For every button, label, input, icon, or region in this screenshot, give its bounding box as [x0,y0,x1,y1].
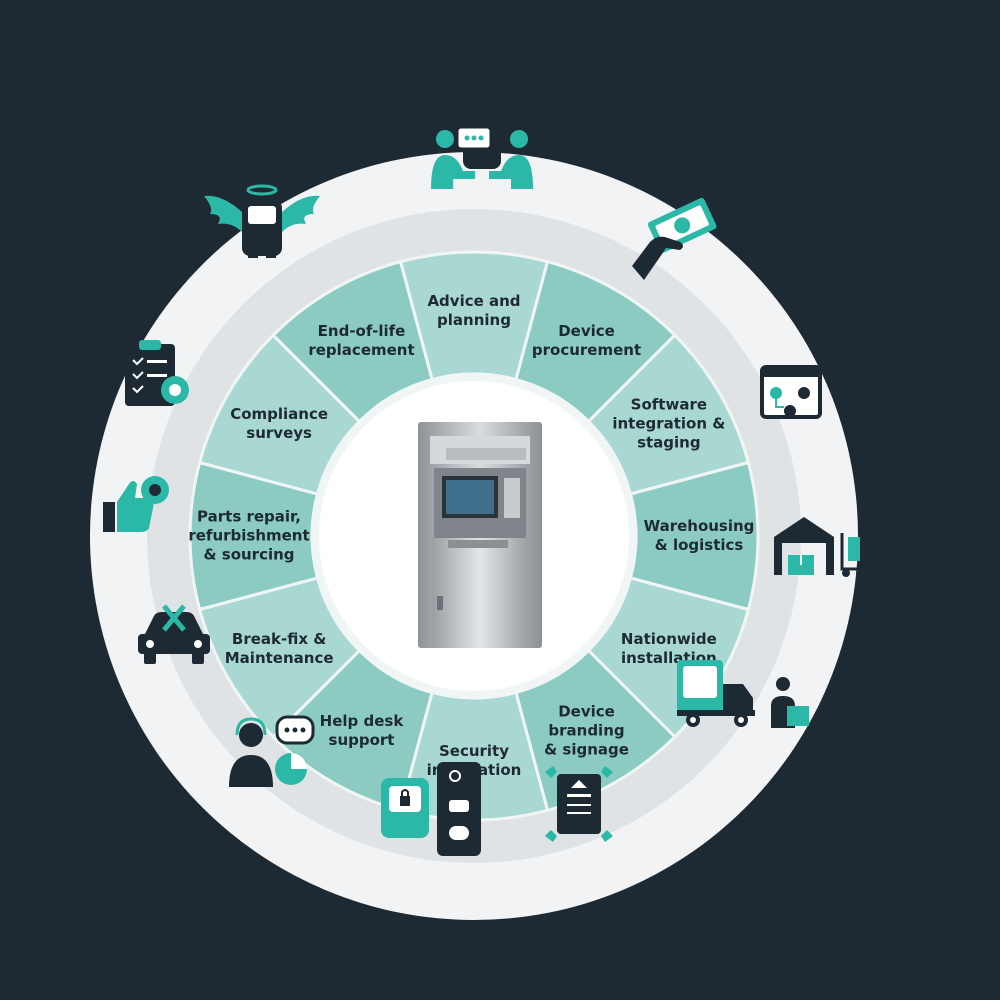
signage-icon [545,766,613,842]
thumbs-up-gear-icon [103,476,169,532]
car-repair-icon [138,604,210,664]
security-icon [381,762,481,856]
consultation-icon [431,117,533,189]
hand-cash-icon [632,197,717,280]
atm-machine-icon [418,422,542,648]
warehouse-icon [774,517,864,577]
software-window-icon [760,365,822,419]
delivery-truck-icon [677,660,809,728]
angel-atm-icon [204,184,320,258]
helpdesk-agent-icon [229,715,315,787]
clipboard-checklist-icon [125,340,189,406]
